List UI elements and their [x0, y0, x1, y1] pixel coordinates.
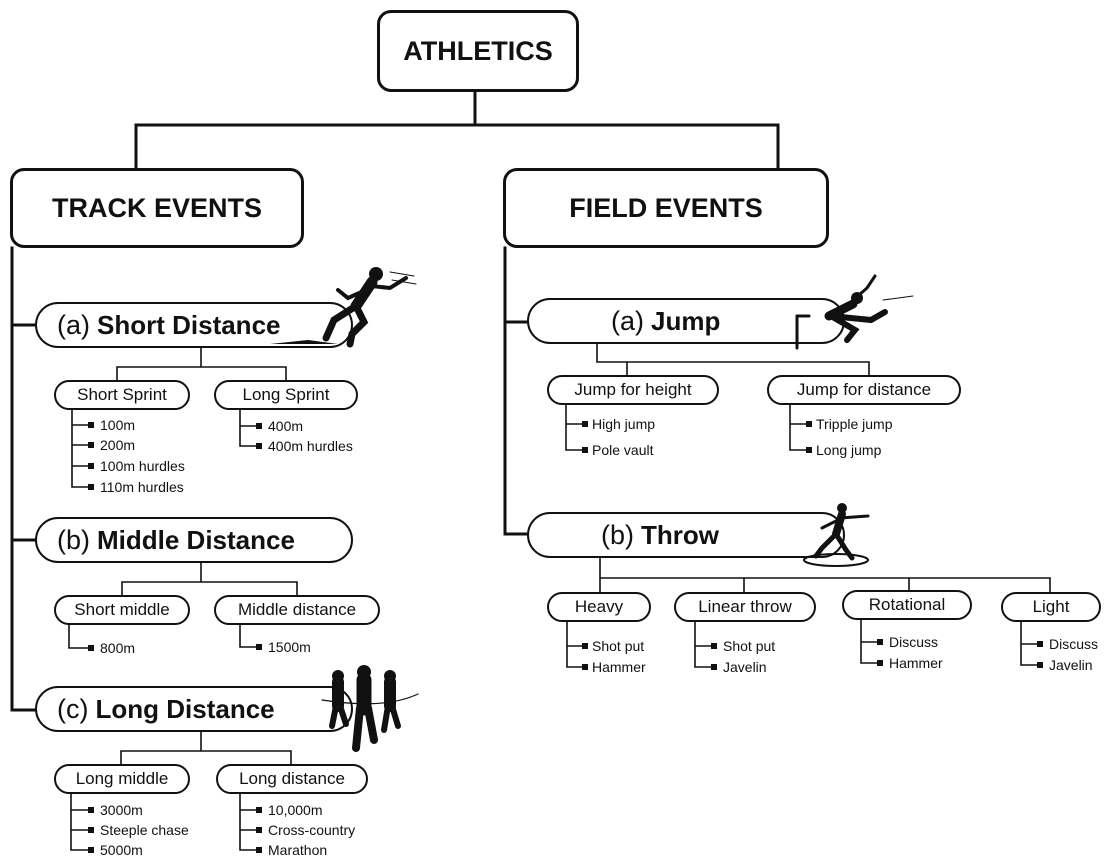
long-distance-title: Long Distance [95, 693, 275, 724]
middle-distance-prefix: (b) [57, 524, 90, 555]
event-item: Cross-country [268, 822, 356, 838]
short-distance-pill: (a) Short Distance [35, 302, 353, 348]
event-item: 5000m [100, 842, 143, 858]
event-item: Long jump [816, 442, 882, 458]
short-distance-prefix: (a) [57, 309, 90, 340]
event-item: Hammer [592, 659, 646, 675]
middle-distance-title: Middle Distance [97, 524, 295, 555]
jump-prefix: (a) [611, 305, 644, 336]
short-sprint-box: Short Sprint [54, 380, 190, 410]
sprinter-icon [270, 267, 417, 348]
throw-pill: (b) Throw [527, 512, 845, 558]
middle-distance-box: Middle distance [214, 595, 380, 625]
event-item: 400m hurdles [268, 438, 353, 454]
event-item: High jump [592, 416, 656, 432]
linear-throw-box: Linear throw [674, 592, 816, 622]
rotational-box: Rotational [842, 590, 972, 620]
event-item: Steeple chase [100, 822, 189, 838]
event-item: 10,000m [268, 802, 323, 818]
long-distance-group-box: Long distance [216, 764, 368, 794]
event-item: 800m [100, 640, 136, 656]
long-sprint-label: Long Sprint [242, 385, 330, 404]
event-item: Tripple jump [816, 416, 893, 432]
event-item: 200m [100, 437, 136, 453]
jump-for-distance-box: Jump for distance [767, 375, 961, 405]
light-label: Light [1032, 597, 1070, 616]
event-item: 110m hurdles [100, 479, 184, 495]
high-jumper-icon [795, 274, 914, 350]
field-events-title: FIELD EVENTS [569, 192, 763, 223]
field-events-box: FIELD EVENTS [503, 168, 829, 248]
event-item: Shot put [723, 638, 776, 654]
light-box: Light [1001, 592, 1101, 622]
track-events-title: TRACK EVENTS [51, 192, 262, 223]
throw-title: Throw [641, 519, 719, 550]
event-item: 100m hurdles [100, 458, 185, 474]
jump-pill: (a) Jump [527, 298, 845, 344]
event-item: Pole vault [592, 442, 654, 458]
throw-prefix: (b) [601, 519, 634, 550]
event-item: Marathon [268, 842, 328, 858]
event-item: 100m [100, 417, 136, 433]
short-middle-label: Short middle [74, 600, 170, 619]
jump-for-height-label: Jump for height [574, 380, 692, 399]
linear-throw-label: Linear throw [698, 597, 792, 616]
long-middle-label: Long middle [75, 769, 169, 788]
jump-title: Jump [651, 305, 721, 336]
discus-thrower-icon [803, 503, 870, 567]
jump-for-distance-label: Jump for distance [796, 380, 932, 399]
long-distance-group-label: Long distance [239, 769, 345, 788]
event-item: 3000m [100, 802, 143, 818]
root-box: ATHLETICS [377, 10, 579, 92]
jump-for-height-box: Jump for height [547, 375, 719, 405]
runners-group-icon [321, 665, 419, 752]
middle-distance-label: Middle distance [237, 600, 357, 619]
event-item: Discuss [889, 634, 939, 650]
short-distance-title: Short Distance [97, 309, 281, 340]
event-item: Shot put [592, 638, 645, 654]
root-title: ATHLETICS [403, 35, 553, 66]
long-sprint-box: Long Sprint [214, 380, 358, 410]
rotational-label: Rotational [868, 595, 946, 614]
middle-distance-pill: (b) Middle Distance [35, 517, 353, 563]
long-distance-prefix: (c) [57, 693, 89, 724]
track-events-box: TRACK EVENTS [10, 168, 304, 248]
event-item: 400m [268, 418, 304, 434]
short-sprint-label: Short Sprint [77, 385, 167, 404]
heavy-box: Heavy [547, 592, 651, 622]
event-item: Javelin [723, 659, 767, 675]
short-middle-box: Short middle [54, 595, 190, 625]
event-item: Javelin [1049, 657, 1093, 673]
heavy-label: Heavy [574, 597, 624, 616]
event-item: Discuss [1049, 636, 1099, 652]
long-distance-pill: (c) Long Distance [35, 686, 353, 732]
event-item: Hammer [889, 655, 943, 671]
long-middle-box: Long middle [54, 764, 190, 794]
event-item: 1500m [268, 639, 311, 655]
